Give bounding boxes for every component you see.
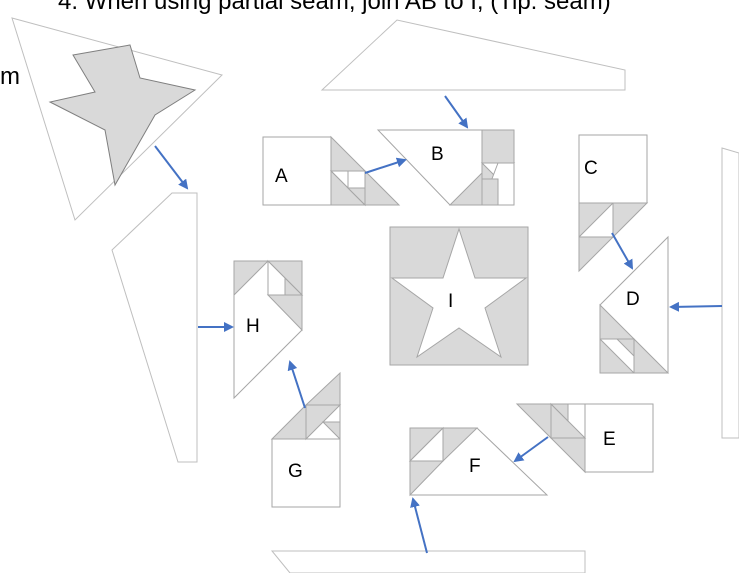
label-b: B xyxy=(431,144,444,165)
center-star xyxy=(390,227,528,359)
label-d: D xyxy=(626,289,640,310)
instruction-text: 4. When using partial seam, join AB to I… xyxy=(58,0,611,15)
label-a: A xyxy=(275,166,288,187)
top-border-triangle xyxy=(320,19,626,91)
label-h: H xyxy=(246,316,260,337)
block-h xyxy=(233,259,304,400)
block-g xyxy=(270,371,342,508)
arrows xyxy=(154,95,723,554)
label-f: F xyxy=(469,456,481,477)
bottom-border-piece xyxy=(270,550,586,573)
block-e xyxy=(515,402,654,474)
block-b xyxy=(376,129,516,206)
block-c xyxy=(578,134,649,273)
label-g: G xyxy=(288,461,303,482)
label-e: E xyxy=(603,429,616,450)
arrow-right-border-to-d xyxy=(669,301,723,312)
arrow-bottom-border-to-f xyxy=(410,497,428,554)
block-a xyxy=(262,135,401,207)
arrow-top-border-to-b xyxy=(444,95,469,129)
label-c: C xyxy=(584,158,598,179)
right-border-piece xyxy=(721,147,739,439)
arrow-c-to-d xyxy=(611,232,633,270)
block-f xyxy=(408,426,549,497)
cropped-text-fragment: m xyxy=(0,63,20,90)
block-i xyxy=(389,226,529,366)
star-corner-triangle xyxy=(11,17,223,221)
arrow-star-to-left-border xyxy=(154,145,189,190)
block-d xyxy=(599,235,670,374)
arrow-a-to-b xyxy=(364,157,407,174)
arrow-e-to-f xyxy=(513,436,549,463)
arrow-g-to-h xyxy=(287,360,306,409)
label-i: I xyxy=(448,291,453,312)
left-border-piece xyxy=(111,192,198,463)
star-shape xyxy=(48,44,197,187)
